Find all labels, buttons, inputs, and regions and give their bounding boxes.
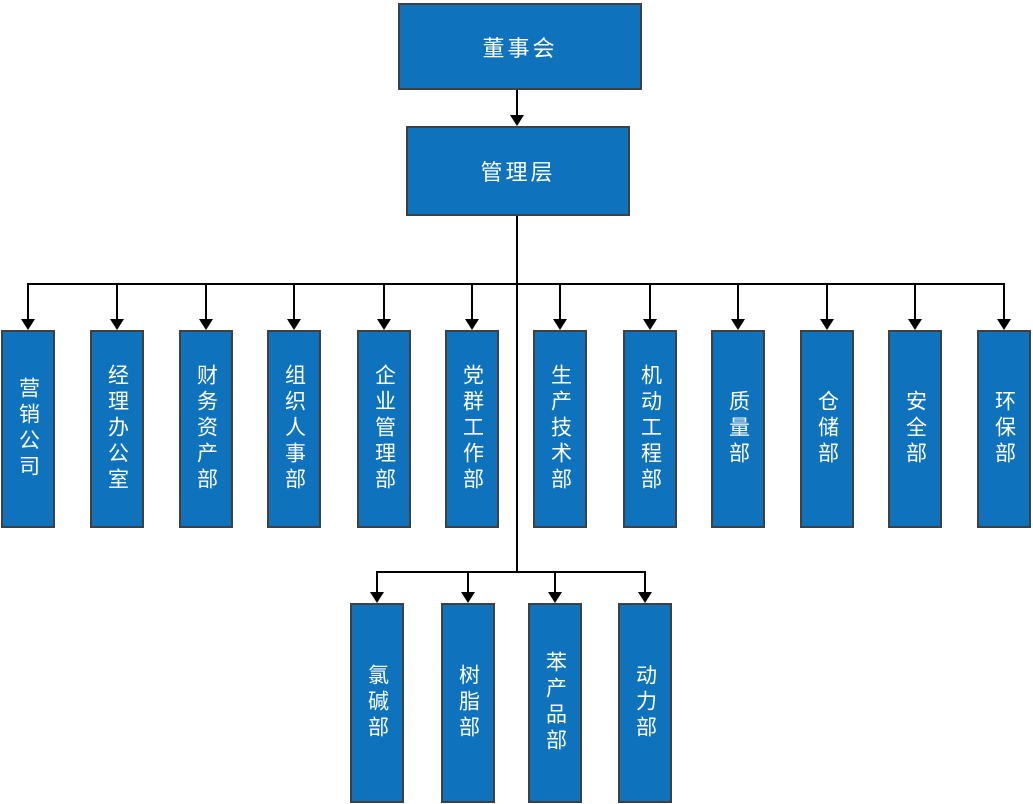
node-board: 董事会 [398, 3, 642, 90]
connector-trunk-line [516, 216, 518, 572]
node-dept-mechanical-eng: 机动工程部 [623, 330, 677, 528]
node-dept-org-personnel: 组织人事部 [267, 330, 321, 528]
node-dept-enterprise-mgmt: 企业管理部 [357, 330, 411, 528]
connector-dept-9-arrowhead [731, 319, 745, 330]
node-management-label: 管理层 [480, 161, 556, 186]
connector-dept-11-arrowhead [908, 319, 922, 330]
node-dept-label: 仓储部 [815, 390, 840, 468]
connector-dept-1-arrowhead [21, 319, 35, 330]
node-dept-label: 财务资产部 [194, 364, 219, 494]
connector-dept-2-line [116, 283, 118, 321]
node-dept-label: 营销公司 [16, 377, 41, 481]
connector-dept-8-arrowhead [643, 319, 657, 330]
node-dept-marketing-company: 营销公司 [1, 330, 55, 528]
connector-board-management-line [516, 90, 518, 116]
connector-prod-2-arrowhead [461, 592, 475, 603]
node-prod-benzene-products: 苯产品部 [528, 603, 582, 803]
node-dept-finance-assets: 财务资产部 [179, 330, 233, 528]
node-dept-label: 党群工作部 [460, 364, 485, 494]
connector-dept-9-line [737, 283, 739, 321]
connector-prod-3-arrowhead [548, 592, 562, 603]
connector-dept-6-arrowhead [465, 319, 479, 330]
connector-dept-7-arrowhead [553, 319, 567, 330]
connector-dept-10-line [826, 283, 828, 321]
connector-prod-2-line [467, 571, 469, 594]
node-dept-label: 经理办公室 [105, 364, 130, 494]
node-prod-label: 树脂部 [456, 664, 481, 742]
node-dept-environment: 环保部 [977, 330, 1031, 528]
node-prod-power: 动力部 [618, 603, 672, 803]
connector-dept-5-line [383, 283, 385, 321]
connector-dept-4-arrowhead [287, 319, 301, 330]
node-dept-manager-office: 经理办公室 [90, 330, 144, 528]
connector-prod-3-line [554, 571, 556, 594]
node-dept-label: 安全部 [903, 390, 928, 468]
connector-prod-1-line [376, 571, 378, 594]
node-dept-label: 机动工程部 [638, 364, 663, 494]
node-dept-production-tech: 生产技术部 [533, 330, 587, 528]
node-dept-label: 生产技术部 [548, 364, 573, 494]
connector-dept-5-arrowhead [377, 319, 391, 330]
node-dept-label: 组织人事部 [282, 364, 307, 494]
connector-dept-11-line [914, 283, 916, 321]
node-dept-safety: 安全部 [888, 330, 942, 528]
connector-dept-1-line [27, 283, 29, 321]
connector-dept-2-arrowhead [110, 319, 124, 330]
node-prod-label: 氯碱部 [365, 664, 390, 742]
node-prod-label: 苯产品部 [543, 651, 568, 755]
node-dept-label: 质量部 [726, 390, 751, 468]
node-prod-chlor-alkali: 氯碱部 [350, 603, 404, 803]
node-prod-resin: 树脂部 [441, 603, 495, 803]
node-dept-party-mass-work: 党群工作部 [445, 330, 499, 528]
node-dept-warehousing: 仓储部 [800, 330, 854, 528]
connector-board-management-arrowhead [510, 115, 524, 126]
connector-dept-3-line [205, 283, 207, 321]
node-dept-label: 企业管理部 [372, 364, 397, 494]
node-board-label: 董事会 [482, 36, 558, 62]
node-management: 管理层 [406, 126, 630, 216]
connector-prod-4-line [644, 571, 646, 594]
node-prod-label: 动力部 [633, 664, 658, 742]
connector-dept-12-line [1003, 283, 1005, 321]
connector-dept-8-line [649, 283, 651, 321]
connector-prod-1-arrowhead [370, 592, 384, 603]
node-dept-label: 环保部 [992, 390, 1017, 468]
connector-departments-bus [27, 283, 1005, 285]
connector-dept-6-line [471, 283, 473, 321]
connector-prod-4-arrowhead [638, 592, 652, 603]
connector-dept-12-arrowhead [997, 319, 1011, 330]
connector-dept-4-line [293, 283, 295, 321]
connector-dept-10-arrowhead [820, 319, 834, 330]
connector-dept-3-arrowhead [199, 319, 213, 330]
connector-dept-7-line [559, 283, 561, 321]
node-dept-quality: 质量部 [711, 330, 765, 528]
connector-production-bus [376, 571, 646, 573]
